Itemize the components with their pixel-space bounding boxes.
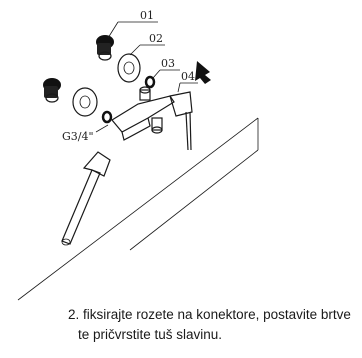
label-part-02: 02	[149, 32, 163, 45]
instruction-line-1: 2. fiksirajte rozete na konektore, posta…	[68, 307, 351, 322]
wrench-icon	[61, 151, 111, 246]
washer-03	[144, 75, 156, 89]
faucet-body-04	[111, 86, 193, 151]
label-thread-size: G3/4"	[62, 130, 94, 143]
wall-surface-lines	[17, 117, 259, 301]
instruction-line-2: te pričvrstite tuš slavinu.	[78, 327, 223, 342]
direction-arrow-icon	[195, 61, 211, 84]
leader-lines	[95, 21, 198, 133]
connector-01	[96, 35, 114, 61]
instruction-caption: 2. fiksirajte rozete na konektore, posta…	[68, 305, 362, 345]
connector-nut-left	[43, 78, 61, 103]
rosette-left	[72, 87, 98, 117]
rosette-02	[117, 53, 141, 83]
label-part-03: 03	[161, 57, 175, 70]
washer-left	[101, 110, 113, 124]
label-part-01: 01	[140, 9, 154, 22]
label-part-04: 04	[181, 70, 195, 83]
